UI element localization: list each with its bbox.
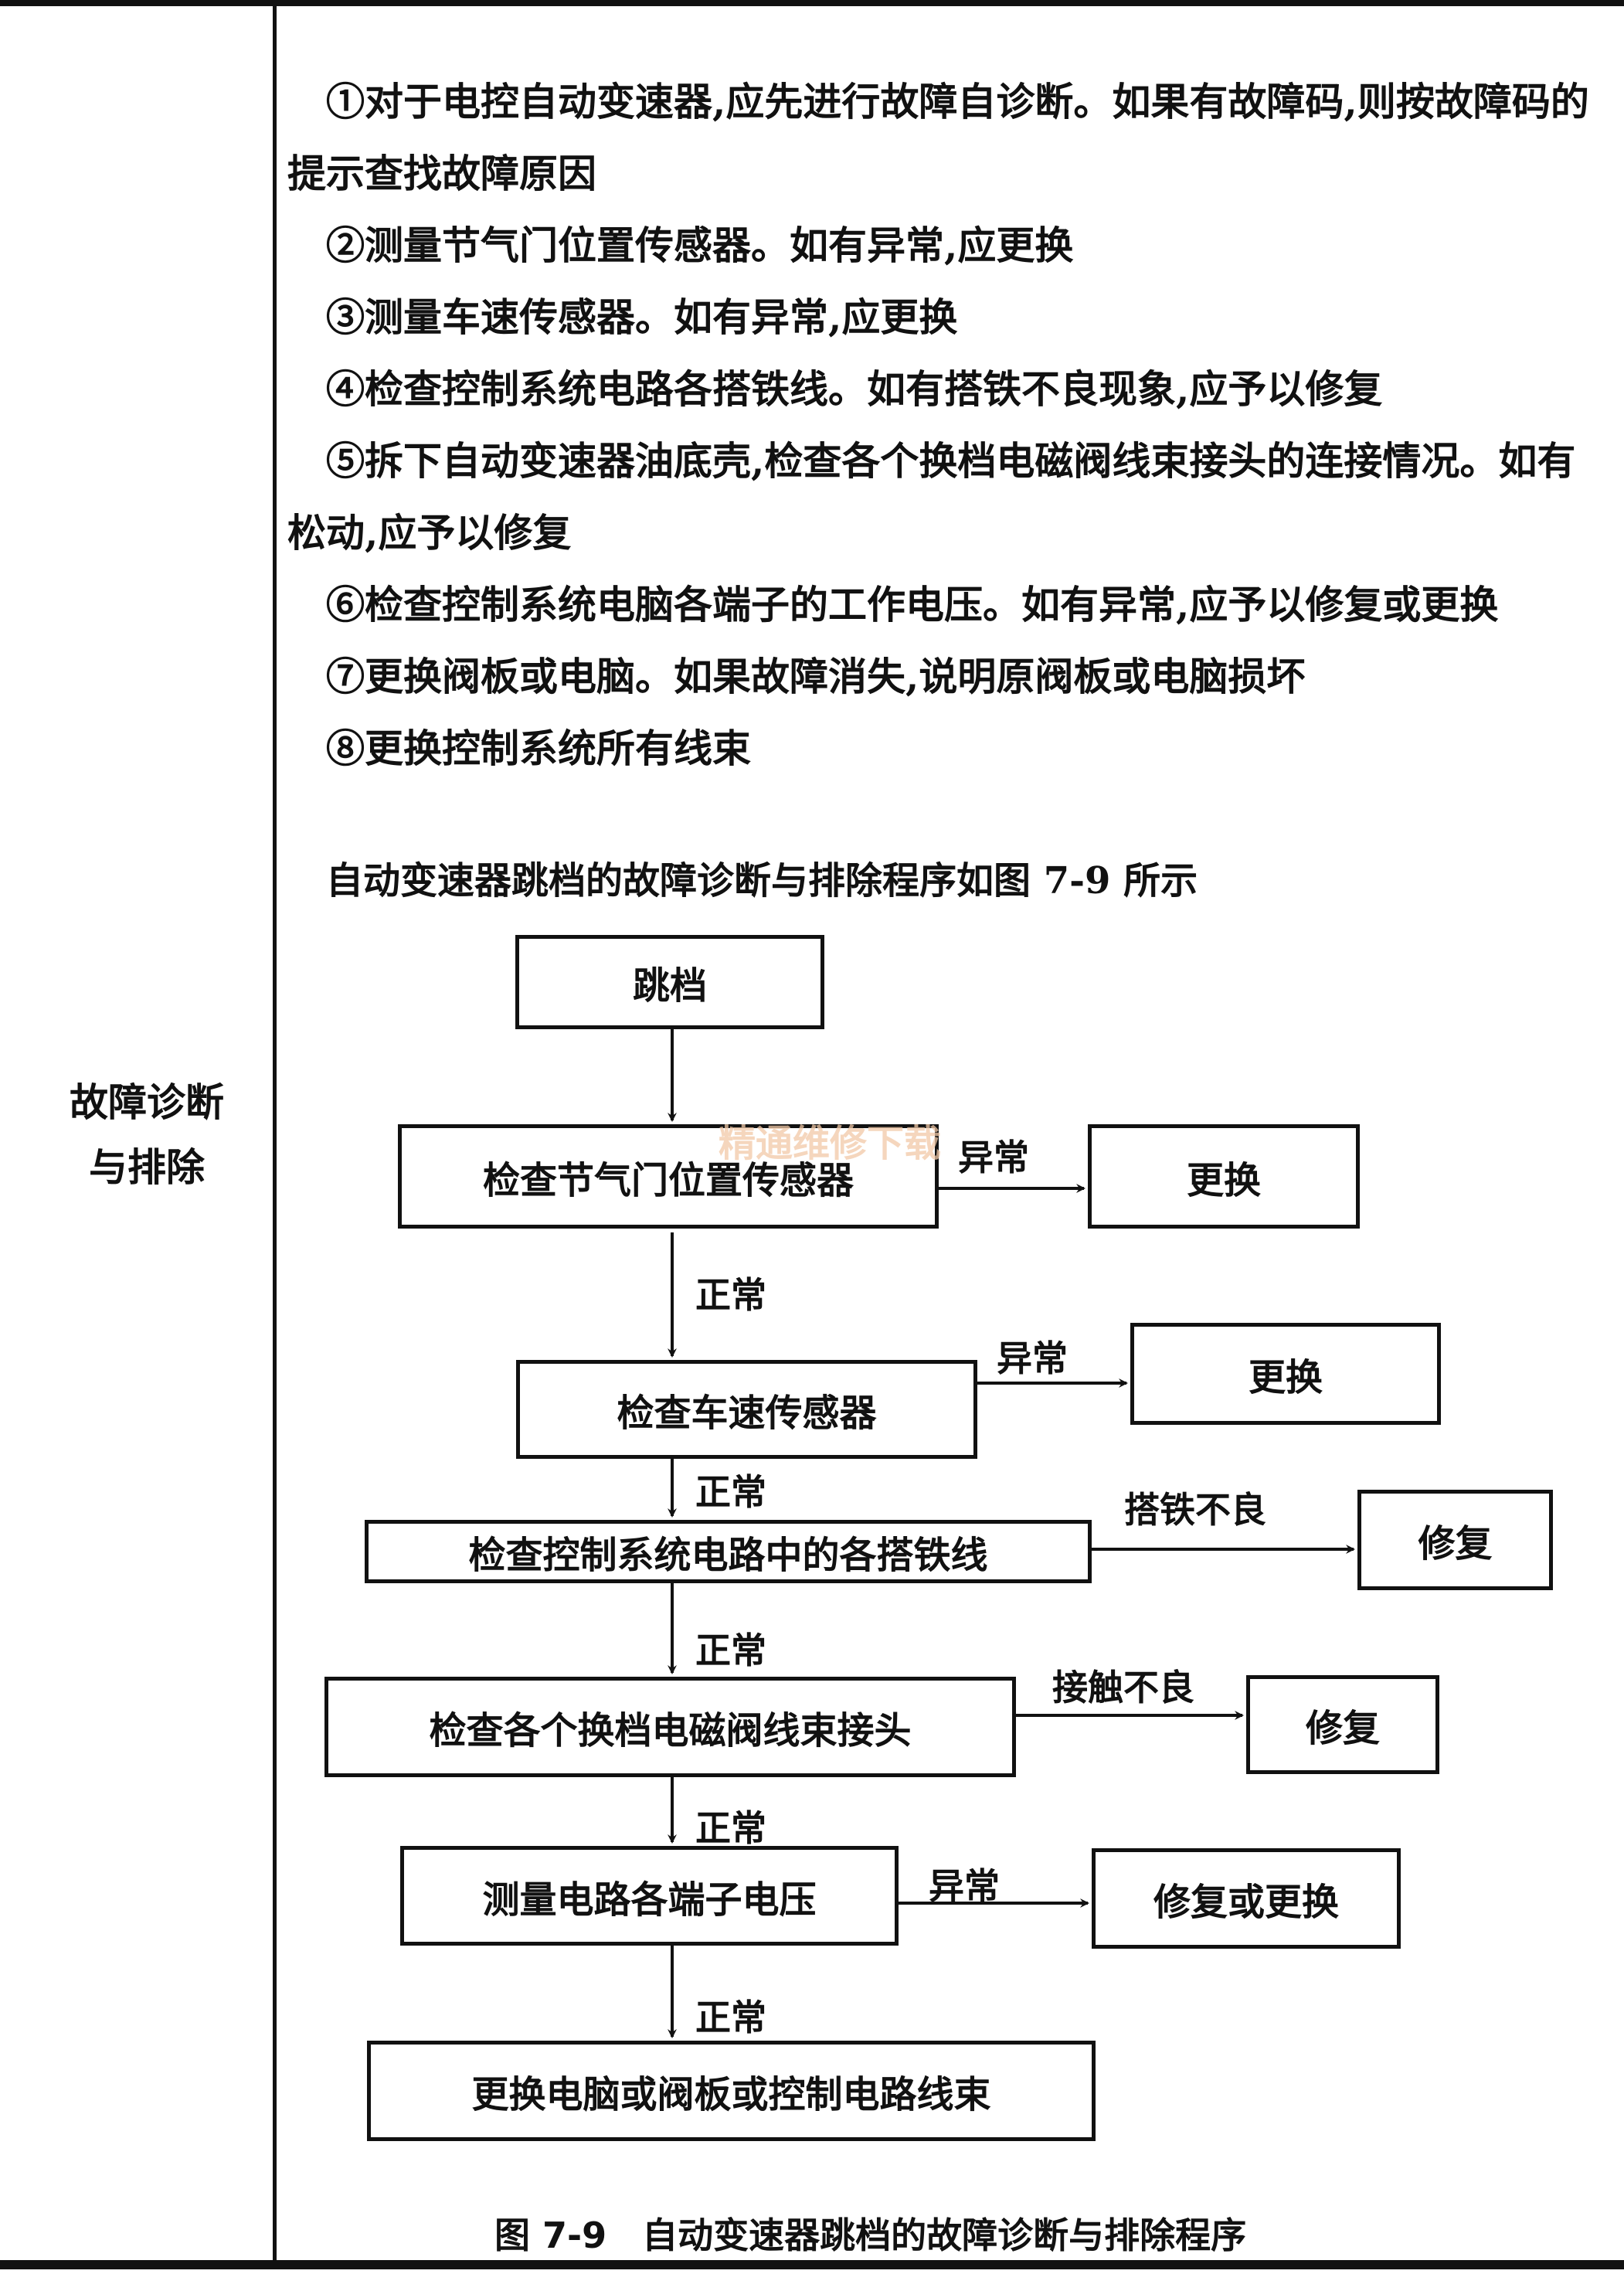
- step-7: ⑦更换阀板或电脑。如果故障消失,说明原阀板或电脑损坏: [326, 654, 1306, 699]
- table-top-rule: [0, 0, 1624, 6]
- flow-action-4-box: 修复: [1246, 1675, 1439, 1774]
- flow-check-5-label: 测量电路各端子电压: [482, 1878, 817, 1922]
- flow-action-2-box: 更换: [1130, 1323, 1441, 1425]
- flow-action-2-label: 更换: [1248, 1356, 1323, 1399]
- row-heading-line-1: 故障诊断: [70, 1079, 224, 1125]
- flow-check-5-fault-label: 异常: [929, 1865, 1000, 1907]
- flow-start-box: 跳档: [515, 935, 824, 1029]
- row-heading: 故障诊断 与排除: [46, 1070, 247, 1200]
- flow-action-1-box: 更换: [1088, 1124, 1360, 1229]
- flow-action-3-box: 修复: [1357, 1490, 1553, 1590]
- step-6: ⑥检查控制系统电脑各端子的工作电压。如有异常,应予以修复或更换: [326, 582, 1499, 627]
- figure-caption-number: 图 7-9: [494, 2215, 607, 2256]
- flow-check-2-fault-label: 异常: [997, 1338, 1068, 1379]
- flow-check-4-box: 检查各个换档电磁阀线束接头: [324, 1677, 1016, 1777]
- flow-check-1-fault-label: 异常: [958, 1137, 1029, 1178]
- flow-check-2-label: 检查车速传感器: [617, 1392, 877, 1435]
- flow-check-1-label: 检查节气门位置传感器: [482, 1158, 854, 1202]
- figure-caption-text: 自动变速器跳档的故障诊断与排除程序: [642, 2215, 1247, 2256]
- row-heading-line-2: 与排除: [89, 1144, 205, 1190]
- step-5: ⑤拆下自动变速器油底壳,检查各个换档电磁阀线束接头的连接情况。如有松动,应予以修…: [287, 438, 1576, 556]
- flow-check-1-box: 检查节气门位置传感器: [398, 1124, 939, 1229]
- flow-check-1-ok-label: 正常: [695, 1274, 766, 1316]
- step-3: ③测量车速传感器。如有异常,应更换: [326, 294, 958, 340]
- watermark: 精通维修下载: [719, 1122, 942, 1165]
- figure-caption: 图 7-9 自动变速器跳档的故障诊断与排除程序: [494, 2208, 1246, 2259]
- flow-check-2-ok-label: 正常: [695, 1471, 766, 1513]
- flow-action-1-label: 更换: [1186, 1158, 1261, 1202]
- flow-check-3-ok-label: 正常: [695, 1630, 766, 1671]
- flow-start-label: 跳档: [632, 964, 707, 1008]
- step-1: ①对于电控自动变速器,应先进行故障自诊断。如果有故障码,则按故障码的提示查找故障…: [287, 79, 1589, 196]
- flow-check-3-fault-label: 搭铁不良: [1124, 1489, 1266, 1531]
- flow-end-box: 更换电脑或阀板或控制电路线束: [367, 2041, 1096, 2141]
- flow-check-4-ok-label: 正常: [695, 1807, 766, 1849]
- table-column-divider: [273, 0, 277, 2264]
- flow-check-3-box: 检查控制系统电路中的各搭铁线: [365, 1520, 1092, 1583]
- procedure-steps: ①对于电控自动变速器,应先进行故障自诊断。如果有故障码,则按故障码的提示查找故障…: [287, 66, 1593, 784]
- figure-intro: 自动变速器跳档的故障诊断与排除程序如图 7-9 所示: [326, 859, 1198, 902]
- flow-action-4-label: 修复: [1305, 1707, 1380, 1750]
- flow-end-label: 更换电脑或阀板或控制电路线束: [471, 2073, 991, 2116]
- flow-action-5-box: 修复或更换: [1092, 1848, 1401, 1949]
- flow-check-4-label: 检查各个换档电磁阀线束接头: [429, 1709, 912, 1752]
- flow-action-5-label: 修复或更换: [1153, 1881, 1339, 1924]
- flow-check-4-fault-label: 接触不良: [1052, 1667, 1194, 1708]
- flow-check-5-box: 测量电路各端子电压: [400, 1846, 899, 1946]
- flow-check-3-label: 检查控制系统电路中的各搭铁线: [468, 1534, 988, 1577]
- table-bottom-rule: [0, 2260, 1624, 2269]
- flow-check-5-ok-label: 正常: [695, 1997, 766, 2038]
- step-2: ②测量节气门位置传感器。如有异常,应更换: [326, 223, 1074, 268]
- flow-check-2-box: 检查车速传感器: [516, 1360, 977, 1459]
- flow-action-3-label: 修复: [1418, 1522, 1493, 1565]
- step-4: ④检查控制系统电路各搭铁线。如有搭铁不良现象,应予以修复: [326, 366, 1383, 412]
- step-8: ⑧更换控制系统所有线束: [326, 726, 751, 771]
